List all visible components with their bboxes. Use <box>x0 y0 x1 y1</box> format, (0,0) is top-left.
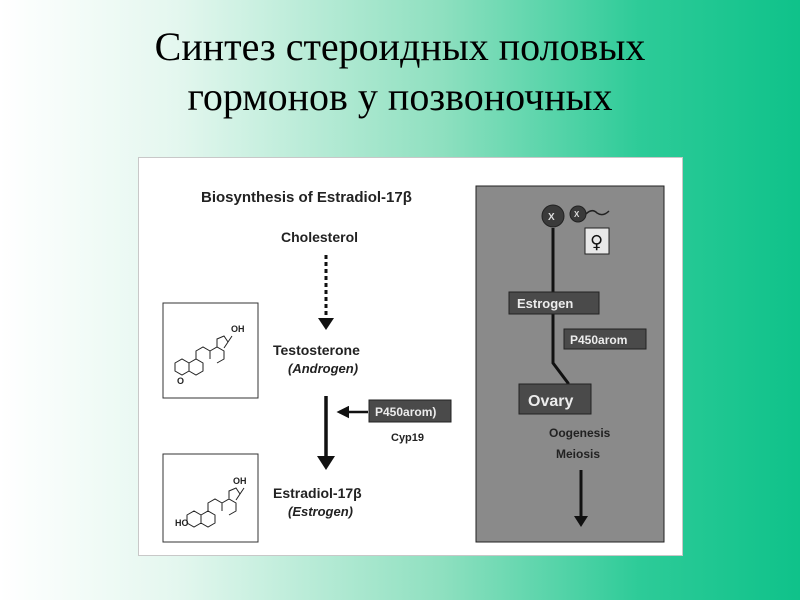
oogenesis-label: Oogenesis <box>549 426 611 440</box>
female-symbol: ♀ <box>590 232 603 253</box>
chromosome-x2-label: X <box>574 210 580 219</box>
keto-o-label: O <box>177 376 184 386</box>
slide-title-line-1: Синтез стероидных половых <box>154 24 646 69</box>
testosterone-structure: OH O <box>162 302 259 399</box>
estrogen-box <box>508 291 600 315</box>
estrogen-paren-label: (Estrogen) <box>288 504 353 519</box>
dashed-arrow-head <box>318 318 334 330</box>
oh-label-top: OH <box>231 324 245 334</box>
cyp19-label: Cyp19 <box>391 432 424 444</box>
estrogen-box-label: Estrogen <box>517 296 573 311</box>
estradiol-structure: OH HO <box>162 453 259 543</box>
p450arom-label: P450arom) <box>375 405 436 419</box>
slide-title: Синтез стероидных половых гормонов у поз… <box>0 22 800 122</box>
androgen-label: (Androgen) <box>288 361 358 376</box>
panel-p450arom-box <box>563 328 647 350</box>
diagram-heading: Biosynthesis of Estradiol-17β <box>201 189 412 206</box>
pathway-arrow-head <box>574 516 588 527</box>
panel-background <box>475 185 665 543</box>
testosterone-label: Testosterone <box>273 342 360 358</box>
meiosis-label: Meiosis <box>556 447 600 461</box>
ovary-box-label: Ovary <box>528 393 573 410</box>
chromosome-x1-label: X <box>548 212 555 223</box>
estradiol-structure-frame <box>162 453 259 543</box>
ovary-pathway-panel: X X ♀ Estrogen P450arom Ovary Oogenesis … <box>475 185 665 543</box>
ho-label: HO <box>175 518 189 528</box>
female-symbol-box <box>584 227 610 255</box>
solid-arrow-head <box>317 456 335 470</box>
oh-label-bottom: OH <box>233 476 247 486</box>
panel-p450arom-label: P450arom <box>570 333 627 347</box>
estradiol-label: Estradiol-17β <box>273 485 362 501</box>
diagram-canvas: Biosynthesis of Estradiol-17β Cholestero… <box>162 185 665 543</box>
ovary-box <box>518 383 592 415</box>
cholesterol-label: Cholesterol <box>281 229 358 245</box>
p450arom-box <box>368 399 452 423</box>
slide-title-line-2: гормонов у позвоночных <box>187 74 613 119</box>
chromosome-x1 <box>541 204 565 228</box>
estradiol-biosynthesis-figure: Biosynthesis of Estradiol-17β Cholestero… <box>138 157 683 556</box>
chromosome-tail <box>585 210 610 216</box>
